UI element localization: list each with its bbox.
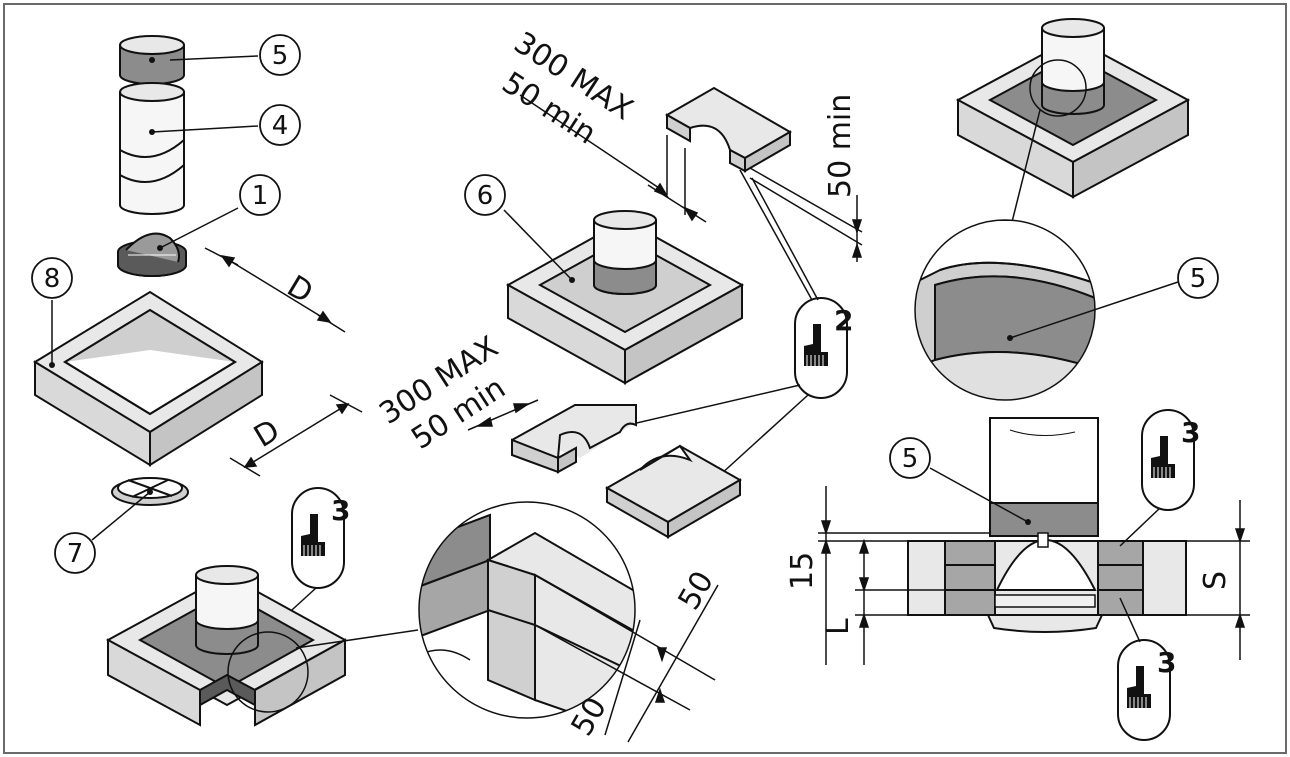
dim-label-S: S (1198, 571, 1233, 590)
magnified-collar-icon (914, 219, 1096, 401)
dim-label-L: L (821, 618, 856, 635)
svg-text:5: 5 (272, 41, 289, 71)
leader-c5-section (929, 467, 1029, 523)
brush-number-2: 2 (834, 304, 853, 337)
magnifier-icon (227, 631, 309, 713)
leader-brush-3-rb (1119, 597, 1141, 643)
dim-label-15: 15 (785, 552, 820, 590)
brush-badge-3-right-bottom (1117, 639, 1171, 741)
brush-badge-3-right-top (1141, 409, 1195, 511)
callout-5-right: 5 (1177, 257, 1219, 299)
pipe-icon (119, 82, 185, 215)
dim-label-d-top: D (281, 269, 319, 311)
brush-badge-3-left (291, 487, 345, 589)
magnifier-small-icon (1029, 59, 1087, 117)
leader-magnify-left (295, 629, 419, 649)
svg-text:4: 4 (272, 111, 289, 141)
notched-plate-mid (511, 404, 637, 474)
dim-label-min-vertical: 50 min (823, 94, 858, 198)
leader-c7 (91, 491, 151, 541)
leader-c6 (503, 209, 573, 281)
dim-label-d-bottom: D (248, 413, 286, 455)
leader-brush-3-rt (1119, 507, 1161, 547)
section-view-icon (907, 417, 1187, 633)
dimension-d-bottom (229, 394, 363, 477)
callout-8: 8 (31, 257, 73, 299)
callout-5-section: 5 (889, 437, 931, 479)
notched-plate-top (664, 86, 792, 173)
frame-with-pipe-icon (505, 210, 745, 385)
svg-text:7: 7 (67, 539, 84, 569)
dim-label-50-a: 50 (672, 565, 721, 616)
svg-text:1: 1 (252, 181, 269, 211)
callout-6: 6 (464, 174, 506, 216)
leader-c5-right (1009, 281, 1179, 339)
leader-dot (149, 57, 155, 63)
svg-text:6: 6 (477, 181, 494, 211)
dimension-15-L (818, 486, 990, 665)
brush-number-3-rb: 3 (1157, 646, 1176, 679)
brush-number-3-rt: 3 (1181, 416, 1200, 449)
leader-c1 (159, 207, 239, 249)
leader-dot (147, 489, 153, 495)
callout-4: 4 (259, 104, 301, 146)
leader-dot (569, 277, 575, 283)
leader-dot (149, 129, 155, 135)
svg-text:5: 5 (902, 444, 919, 474)
brush-number-3-left: 3 (331, 494, 350, 527)
leader-dot (49, 362, 55, 368)
collar-icon (119, 35, 185, 85)
dimension-max-mid (467, 399, 539, 431)
leader-magnify-right (1011, 109, 1041, 223)
callout-1: 1 (239, 174, 281, 216)
leader-dot (1025, 519, 1031, 525)
leaders-brush-2 (627, 169, 819, 476)
notched-plate-bottom (604, 444, 743, 539)
leader-c5-top (169, 55, 259, 61)
leader-dot (1007, 335, 1013, 341)
dimension-50 (534, 574, 719, 743)
brush-badge-2 (794, 297, 848, 399)
dimension-max-top (519, 94, 707, 223)
callout-5-top: 5 (259, 34, 301, 76)
svg-text:8: 8 (44, 264, 61, 294)
svg-text:5: 5 (1190, 264, 1207, 294)
dimension-S (1186, 500, 1250, 660)
leader-dot (157, 245, 163, 251)
leader-c4 (151, 125, 259, 133)
damper-icon (117, 232, 187, 277)
dimension-min-vertical (749, 167, 863, 262)
dimension-d-top (204, 247, 346, 333)
frame-icon (33, 290, 264, 467)
outer-frame (3, 3, 1287, 754)
callout-7: 7 (54, 532, 96, 574)
cutaway-frame-icon (105, 565, 348, 727)
detail-frame-icon (955, 18, 1191, 199)
